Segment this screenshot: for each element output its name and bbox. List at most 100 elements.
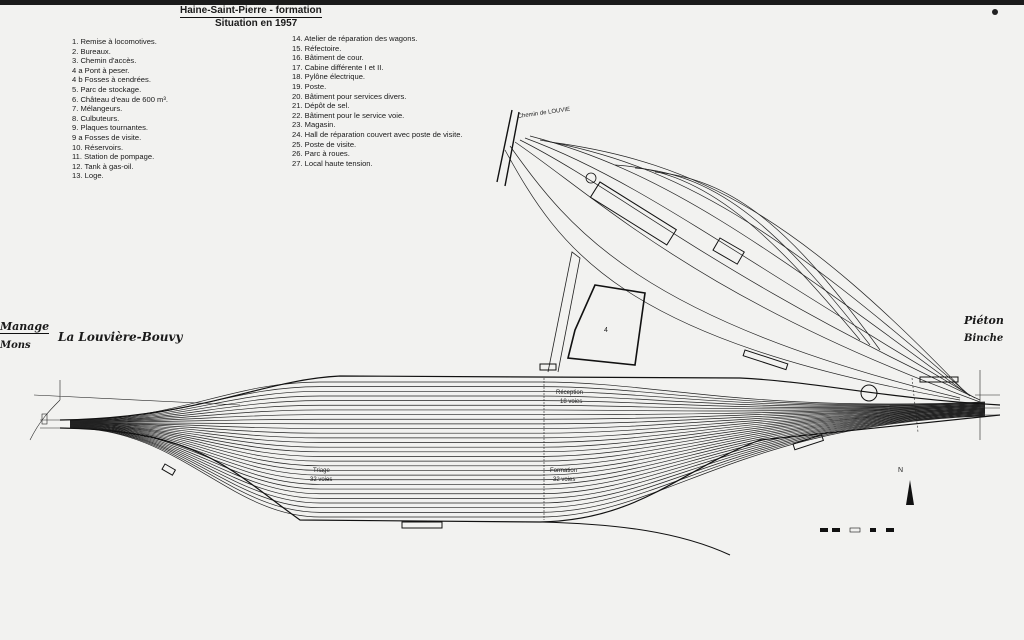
- legend-col2-item: 25. Poste de visite.: [292, 139, 357, 149]
- triage-label: Triage: [313, 468, 330, 474]
- legend-col1-item: 12. Tank à gas-oil.: [72, 161, 134, 171]
- legend-column-2: 14. Atelier de réparation des wagons.15.…: [292, 34, 492, 168]
- legend-col2-item: 24. Hall de réparation couvert avec post…: [292, 129, 463, 139]
- yard-track: [69, 395, 986, 422]
- reception-label: Réception: [556, 390, 583, 396]
- map-subtitle: Situation en 1957: [215, 18, 298, 29]
- legend-col2-item: 16. Bâtiment de cour.: [292, 53, 364, 63]
- building-4-label: 4: [604, 327, 608, 334]
- legend-col1-item: 4 b Fosses à cendrées.: [72, 75, 151, 85]
- legend-col1-item: 11. Station de pompage.: [72, 152, 155, 162]
- yard-track: [69, 404, 986, 422]
- main-line-north: [59, 375, 1001, 421]
- access-road: [547, 251, 581, 373]
- legend-col2-item: 22. Bâtiment pour le service voie.: [292, 110, 405, 120]
- yard-track: [69, 415, 986, 513]
- yard-track: [69, 414, 986, 504]
- yard-track: [69, 407, 986, 439]
- legend-col2-item: 17. Cabine différente I et II.: [292, 62, 384, 72]
- chemin-louvie-label: Chemin de LOUVIE: [517, 107, 570, 120]
- legend-col1-item: 7. Mélangeurs.: [72, 104, 123, 114]
- legend-col2-item: 19. Poste.: [292, 81, 327, 91]
- yard-track: [69, 400, 986, 422]
- yard-track: [69, 405, 986, 425]
- legend-col1-item: 6. Château d'eau de 600 m³.: [72, 94, 169, 104]
- building-14: [712, 237, 745, 265]
- building-south-24: [401, 521, 443, 529]
- legend-col2-item: 21. Dépôt de sel.: [292, 101, 350, 111]
- yard-track: [69, 412, 986, 490]
- branch-south: [539, 521, 731, 556]
- yard-track: [69, 412, 986, 485]
- yard-track: [69, 390, 986, 421]
- yard-track: [69, 409, 986, 457]
- legend-col1-item: 9 a Fosses de visite.: [72, 132, 142, 142]
- north-label: N: [898, 467, 903, 474]
- main-line-south: [59, 414, 1001, 523]
- place-pieton: Piéton: [964, 314, 1004, 327]
- formation-label: Formation: [550, 468, 577, 474]
- chemin-louvie-road: [496, 109, 520, 187]
- place-manage: Manage: [0, 320, 50, 334]
- north-arrow: [906, 480, 914, 505]
- top-border: [0, 0, 1024, 5]
- legend-col1-item: 5. Parc de stockage.: [72, 84, 142, 94]
- legend-col1-item: 2. Bureaux.: [72, 46, 111, 56]
- building-26: [919, 376, 959, 383]
- legend-col1-item: 13. Loge.: [72, 171, 104, 181]
- yard-track: [69, 406, 986, 429]
- upper-fan-tracks: [504, 135, 981, 403]
- yard-track: [69, 381, 986, 421]
- yard-track: [69, 408, 986, 448]
- building-5: [589, 181, 678, 246]
- corner-mark: [992, 9, 998, 15]
- yard-track: [69, 411, 986, 481]
- legend-col2-item: 27. Local haute tension.: [292, 158, 373, 168]
- yard-track: [69, 408, 986, 453]
- building-20: [742, 349, 789, 371]
- yard-track: [69, 409, 986, 462]
- water-tower-6: [585, 172, 597, 184]
- legend-column-1: 1. Remise à locomotives.2. Bureaux.3. Ch…: [72, 37, 168, 181]
- yard-track: [69, 415, 986, 518]
- legend-col2-item: 23. Magasin.: [292, 120, 336, 130]
- legend-col1-item: 4 a Pont à peser.: [72, 65, 130, 75]
- east-end-details: [911, 370, 1000, 440]
- legend-col2-item: 18. Pylône électrique.: [292, 72, 366, 82]
- track-lines: [69, 381, 986, 518]
- legend-col2-item: 14. Atelier de réparation des wagons.: [292, 34, 418, 43]
- yard-track: [69, 405, 986, 423]
- building-4-outline: [567, 284, 646, 366]
- legend-col1-item: 8. Culbuteurs.: [72, 113, 120, 123]
- yard-track: [69, 410, 986, 467]
- yard-track: [69, 413, 986, 495]
- map-title: Haine-Saint-Pierre - formation: [180, 5, 322, 18]
- yard-track: [69, 410, 986, 471]
- triage-tracks-label: 32 voies: [310, 477, 332, 483]
- reception-tracks-label: 18 voies: [560, 399, 582, 405]
- place-la-louviere-bouvy: La Louvière-Bouvy: [58, 330, 183, 344]
- yard-track: [69, 414, 986, 509]
- scale-bar: [820, 527, 894, 533]
- yard-track: [69, 404, 986, 423]
- yard-track: [69, 405, 986, 423]
- place-binche: Binche: [964, 333, 1004, 344]
- turntable-9: [860, 384, 878, 402]
- place-mons: Mons: [0, 340, 31, 351]
- building-20b: [792, 434, 825, 451]
- building-west-17: [161, 463, 177, 476]
- legend-col2-item: 20. Bâtiment pour services divers.: [292, 91, 407, 101]
- legend-col1-item: 3. Chemin d'accès.: [72, 56, 137, 66]
- yard-track: [69, 411, 986, 476]
- legend-col2-item: 26. Parc à roues.: [292, 149, 350, 159]
- formation-tracks-label: 32 voies: [553, 477, 575, 483]
- legend-col1-item: 10. Réservoirs.: [72, 142, 124, 152]
- west-end-details: [29, 380, 241, 441]
- legend-col1-item: 1. Remise à locomotives.: [72, 37, 157, 46]
- building-loge: [539, 363, 557, 371]
- yard-track: [69, 407, 986, 443]
- legend-col2-item: 15. Réfectoire.: [292, 43, 342, 53]
- legend-col1-item: 9. Plaques tournantes.: [72, 123, 148, 133]
- yard-track: [69, 406, 986, 434]
